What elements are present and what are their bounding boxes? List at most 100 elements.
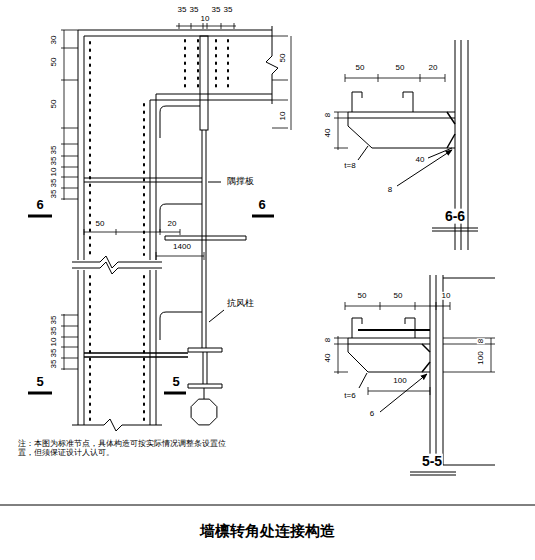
- drawing-line: [191, 399, 217, 425]
- drawing-line: [200, 36, 208, 130]
- wind-column: [188, 130, 222, 425]
- dimension-text: 50: [95, 220, 106, 228]
- drawing-line: [204, 388, 205, 399]
- dimension-text: 35: [211, 6, 222, 14]
- drawing-line: [185, 40, 228, 90]
- drawing-line: [202, 130, 206, 348]
- section-5-5: [334, 275, 495, 475]
- drawing-line: [160, 106, 200, 138]
- title-rule: [0, 505, 535, 506]
- drawing-line: [203, 352, 207, 384]
- dimension-text: 8: [477, 338, 485, 344]
- section-mark-text: 6: [35, 198, 44, 212]
- section-6-6: [334, 40, 478, 250]
- drawing-line: [422, 344, 430, 372]
- section-mark-text: 6: [257, 198, 266, 212]
- dimension-text: t=6: [343, 392, 356, 400]
- drawing-line: [84, 178, 202, 182]
- drawing-line: [72, 256, 162, 268]
- note-text: 注：本图为标准节点，具体构造可按实际情况调整条设置位置，但须保证设计人认可。: [17, 439, 234, 458]
- dimension-line: [61, 23, 291, 370]
- drawing-line: [352, 92, 413, 112]
- drawing-line: [61, 30, 78, 200]
- dimension-text: 35: [189, 6, 200, 14]
- drawing-line: [208, 182, 224, 322]
- dimension-text: 20: [428, 64, 439, 72]
- dimension-text: 50: [395, 64, 406, 72]
- drawing-line: [358, 146, 452, 160]
- corner-purlin: [78, 26, 278, 138]
- dimension-text: 100: [477, 350, 485, 365]
- dimension-text: 40: [324, 353, 332, 364]
- drawing-line: [160, 312, 202, 340]
- drawing-line: [176, 23, 236, 29]
- drawing-line: [334, 112, 348, 150]
- dimension-text: 50: [50, 99, 58, 110]
- drawing-line: [359, 373, 367, 388]
- dimension-text: 35: [50, 145, 58, 156]
- connection-plate: [84, 178, 246, 357]
- section-mark-text: 5: [171, 375, 180, 389]
- dimension-text: 35: [50, 326, 58, 337]
- dimension-text: 35: [50, 348, 58, 359]
- drawing-line: [345, 74, 445, 82]
- dimension-text: 10: [50, 337, 58, 348]
- drawing-line: [348, 344, 430, 372]
- dimension-text: 8: [387, 186, 393, 194]
- dimension-text: 40: [324, 128, 332, 139]
- dimension-text: 10: [441, 292, 452, 300]
- section-mark-text: 5: [35, 375, 44, 389]
- member-label: 抗风柱: [226, 299, 255, 308]
- drawing-line: [188, 348, 222, 352]
- drawing-line: [160, 204, 202, 232]
- dimension-text: 35: [50, 156, 58, 167]
- drawing-line: [358, 329, 430, 331]
- dimension-text: 50: [50, 57, 58, 68]
- section-mark-text: 6-6: [444, 209, 466, 224]
- drawing-line: [397, 150, 452, 186]
- dimension-text: 40: [415, 156, 426, 164]
- drawing-line: [61, 314, 78, 370]
- drawing-line: [348, 338, 430, 344]
- dimension-text: 35: [223, 6, 234, 14]
- drawing-title: 墙檩转角处连接构造: [200, 522, 335, 541]
- drawing-line: [188, 384, 222, 388]
- dimension-text: 8: [324, 112, 332, 118]
- drawing-line: [334, 336, 348, 374]
- dimension-text: 20: [167, 220, 178, 228]
- drawing-line: [410, 472, 456, 475]
- drawing-line: [84, 229, 180, 235]
- drawing-line: [84, 353, 188, 357]
- member-label: 隅撑板: [226, 177, 255, 186]
- dimension-text: 10: [50, 167, 58, 178]
- drawing-line: [266, 26, 278, 104]
- drawing-line: [432, 228, 478, 231]
- dimension-text: 8: [324, 337, 332, 343]
- dimension-text: 35: [50, 189, 58, 200]
- dimension-text: 50: [357, 292, 368, 300]
- drawing-line: [272, 36, 291, 130]
- wall-purlin: [72, 30, 162, 431]
- drawing-line: [447, 112, 455, 148]
- drawing-line: [78, 30, 272, 100]
- dimension-text: 10: [279, 111, 287, 122]
- drawing-line: [72, 419, 162, 431]
- drawing-line: [345, 302, 450, 310]
- drawing-line: [380, 374, 427, 412]
- section-mark: [28, 216, 274, 393]
- dimension-text: 1400: [172, 243, 192, 251]
- drawing-line: [430, 275, 495, 465]
- drawing-line: [348, 112, 455, 118]
- dimension-text: 50: [279, 53, 287, 64]
- drawing-line: [72, 262, 162, 274]
- dimension-text: t=8: [343, 162, 356, 170]
- dimension-text: 35: [177, 6, 188, 14]
- dimension-text: 10: [200, 15, 211, 23]
- drawing-line: [90, 42, 144, 420]
- dimension-text: 35: [50, 315, 58, 326]
- drawing-line: [348, 118, 455, 148]
- drawing-line: [352, 318, 415, 338]
- dimension-text: 35: [50, 178, 58, 189]
- drawing-line: [156, 252, 204, 260]
